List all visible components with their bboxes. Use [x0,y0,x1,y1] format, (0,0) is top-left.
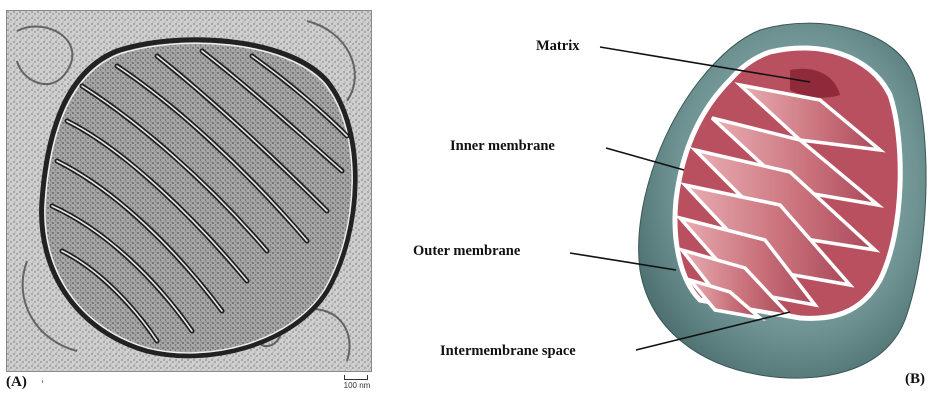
matrix-label: Matrix [536,38,579,55]
intermembrane-space-label: Intermembrane space [440,343,576,360]
outer-membrane-label: Outer membrane [413,243,520,260]
panel-b-label: (B) [905,371,925,388]
inner-membrane-label: Inner membrane [450,138,555,155]
